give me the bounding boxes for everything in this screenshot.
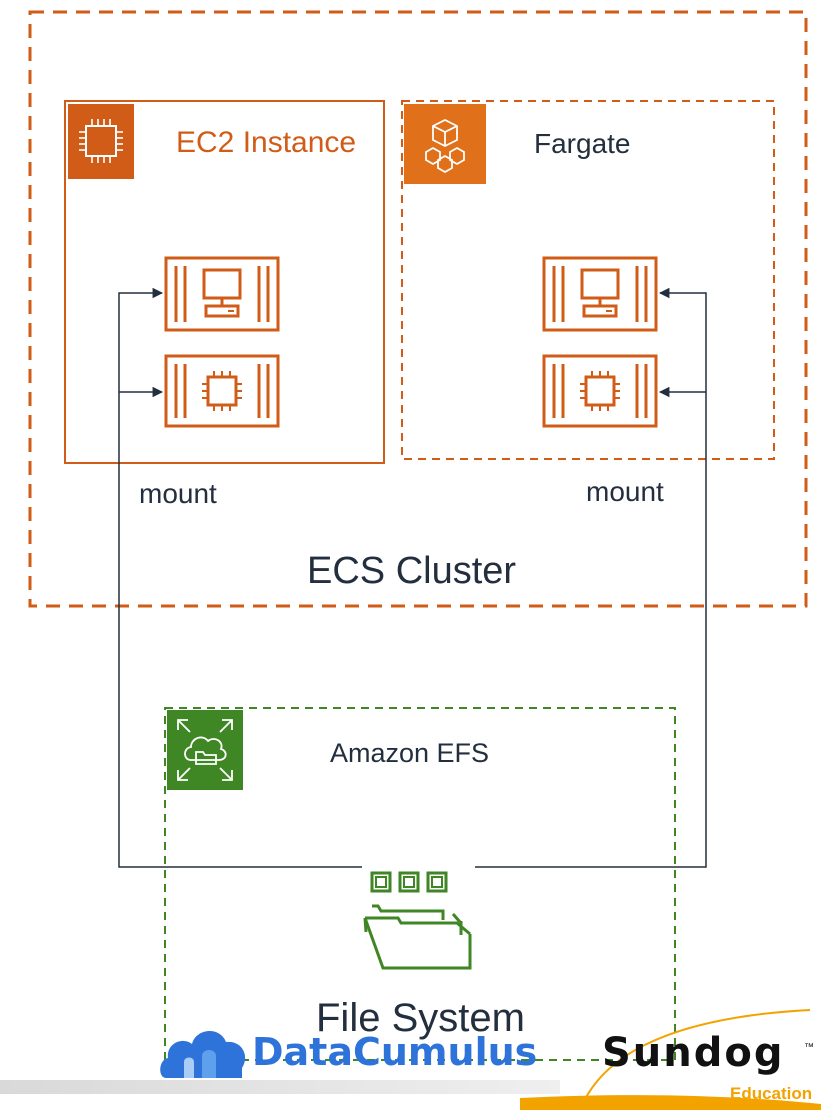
mount-label-right: mount [586,476,664,507]
ecs-cluster-label: ECS Cluster [307,550,517,592]
mount-label-left: mount [139,478,217,509]
ecs-cluster-boundary [28,10,808,608]
ec2-instance-group [64,100,385,464]
efs-cloud-folder-icon [167,710,243,790]
container-chip-icon [542,354,658,428]
datacumulus-watermark: DataCumulus [252,1030,538,1074]
efs-group [164,707,676,1061]
fargate-icon [404,104,486,184]
file-system-label: File System [316,996,525,1040]
bottom-gray-bar [0,1080,560,1094]
file-system-folder-icon [363,871,472,970]
trademark-symbol: ™ [804,1042,814,1053]
sundog-watermark: Sundog [602,1030,785,1076]
mount-connector-left [118,287,362,868]
sundog-swoosh-icon [520,1009,821,1110]
amazon-efs-label: Amazon EFS [330,738,490,768]
sundog-education-watermark: Education [730,1084,813,1103]
container-chip-icon [164,354,280,428]
datacumulus-cloud-icon [160,1030,246,1078]
ec2-instance-label: EC2 Instance [176,126,357,159]
ec2-chip-icon [68,104,134,179]
fargate-group [401,100,775,460]
container-computer-icon [542,256,658,332]
mount-connector-right [475,287,707,868]
fargate-label: Fargate [534,128,631,159]
container-computer-icon [164,256,280,332]
